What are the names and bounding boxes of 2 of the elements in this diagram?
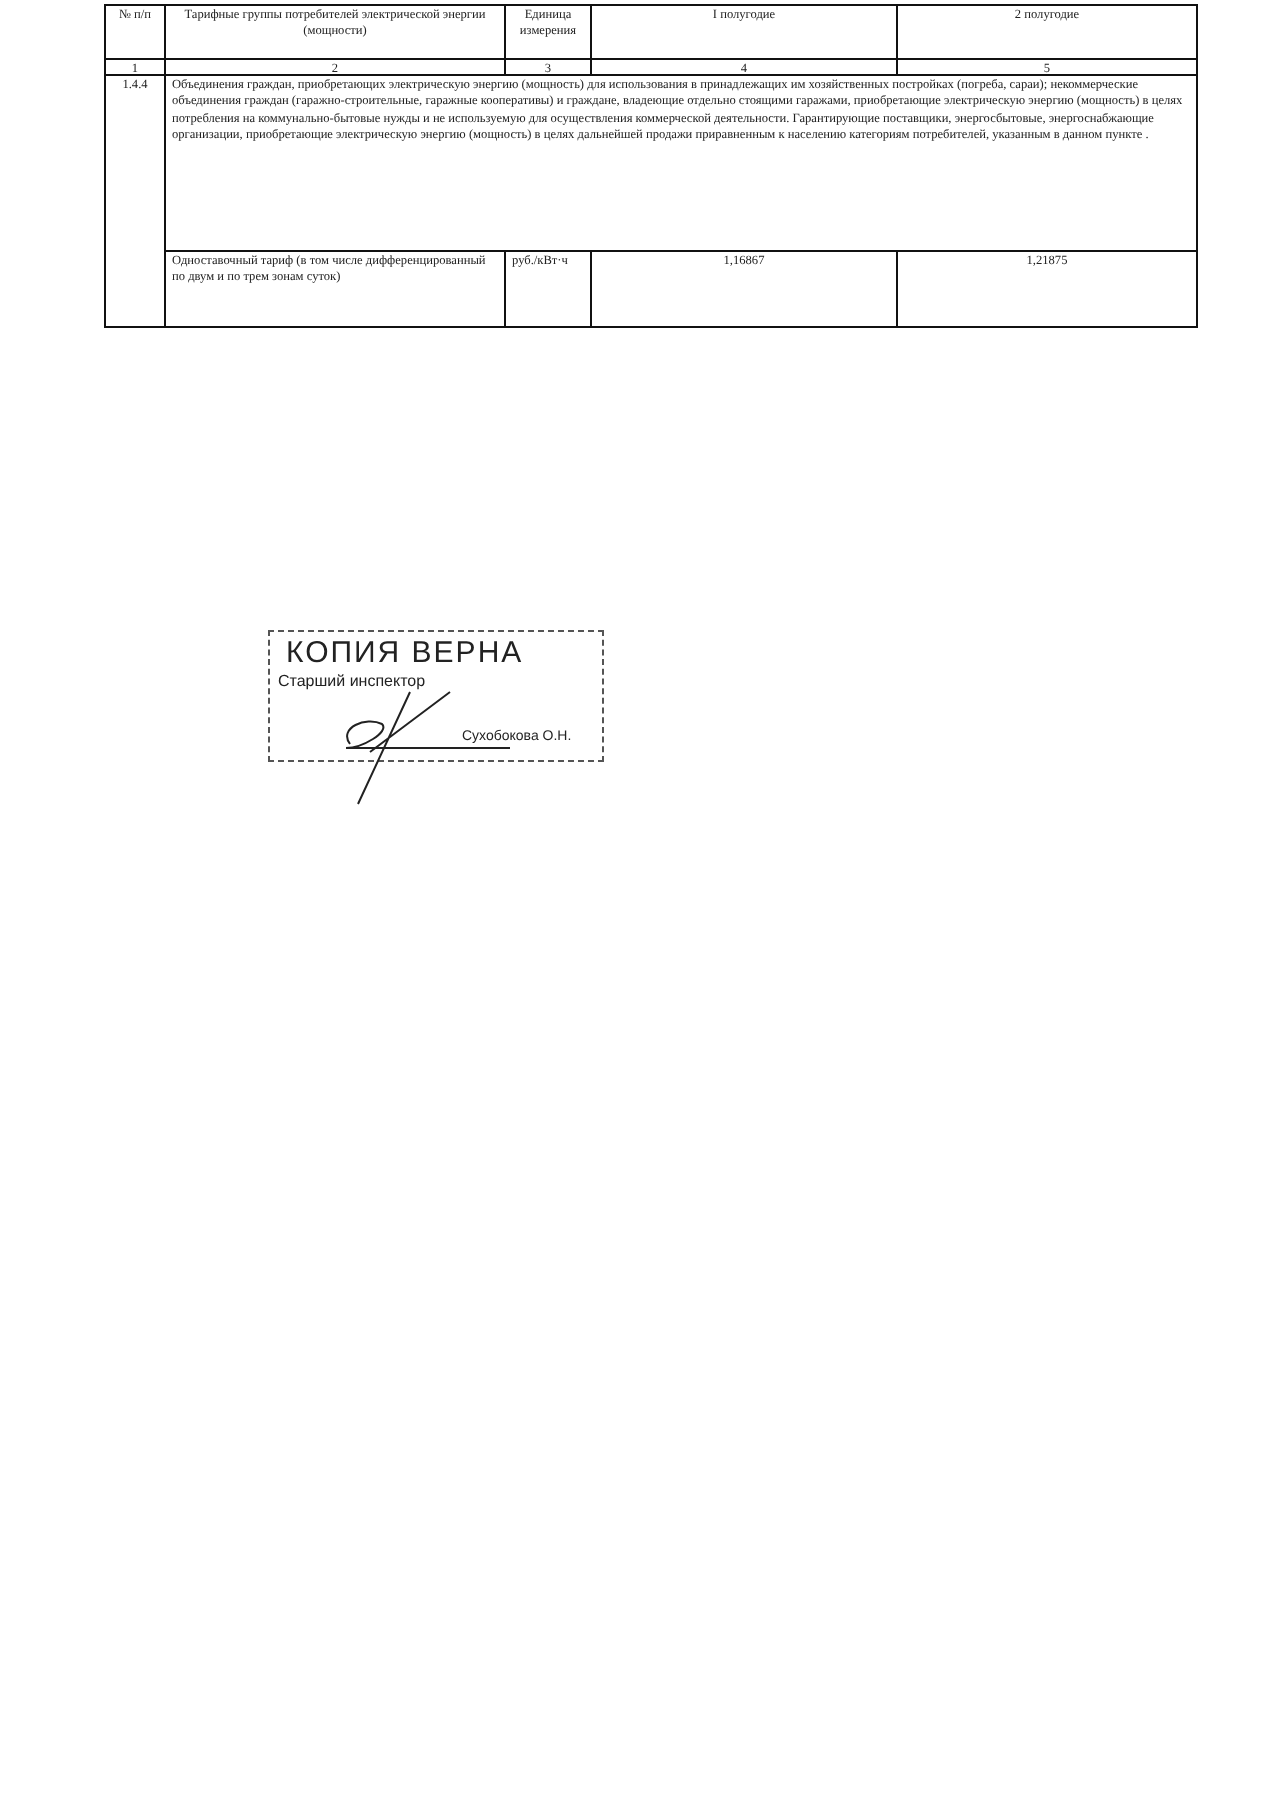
stamp-title: Старший инспектор [278,672,426,690]
stamp-heading: КОПИЯ ВЕРНА [286,636,524,670]
